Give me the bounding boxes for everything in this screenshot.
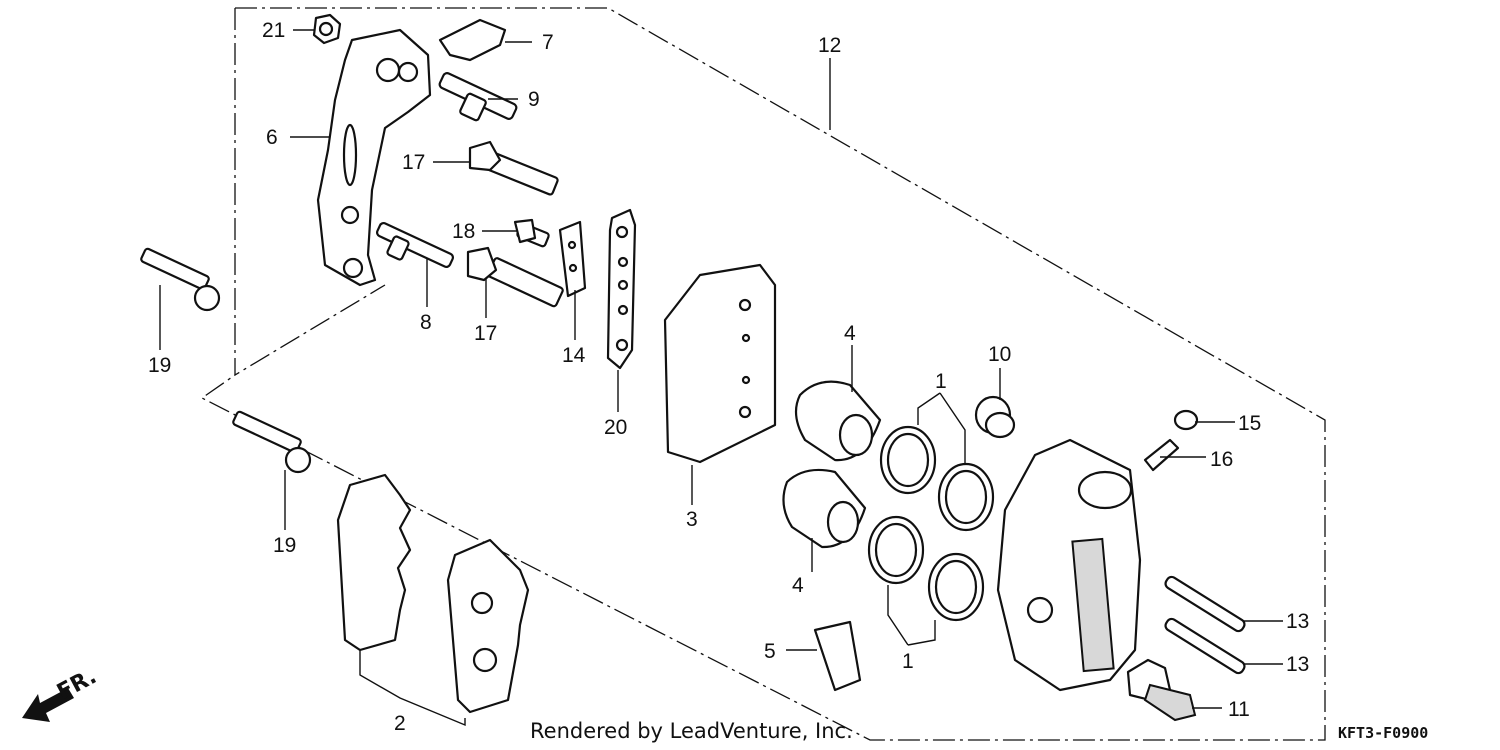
callout-7: 7 bbox=[542, 31, 554, 54]
shim-part-3[interactable] bbox=[663, 263, 777, 464]
pad-clip-part[interactable] bbox=[438, 18, 507, 62]
piston-seal-parts[interactable] bbox=[867, 425, 995, 622]
piston-part-lower[interactable] bbox=[782, 468, 867, 549]
callout-8: 8 bbox=[420, 311, 432, 334]
pin-bolt-part-9[interactable] bbox=[438, 72, 518, 122]
callout-14: 14 bbox=[562, 344, 586, 367]
callout-20: 20 bbox=[604, 416, 627, 439]
bolt-part-19-lower[interactable] bbox=[232, 410, 312, 474]
callout-3: 3 bbox=[686, 508, 698, 531]
callout-12: 12 bbox=[818, 34, 841, 57]
callout-2: 2 bbox=[394, 712, 406, 735]
callout-13a: 13 bbox=[1286, 610, 1309, 633]
brake-pad-part-outer[interactable] bbox=[336, 473, 412, 652]
bleeder-valve-part-16[interactable] bbox=[1143, 438, 1180, 472]
render-credit: Rendered by LeadVenture, Inc. bbox=[530, 719, 853, 743]
brake-pad-part-inner[interactable] bbox=[446, 538, 530, 714]
pad-spring-part-20[interactable] bbox=[606, 208, 637, 370]
bolt-part-19-upper[interactable] bbox=[140, 247, 221, 312]
callout-labels: 21 7 12 9 6 17 18 8 17 14 20 19 19 4 4 1… bbox=[148, 19, 1309, 735]
callout-10: 10 bbox=[988, 343, 1011, 366]
callout-11: 11 bbox=[1228, 698, 1250, 721]
pad-pin-part-upper[interactable] bbox=[1164, 575, 1247, 633]
cap-part-15[interactable] bbox=[1173, 409, 1199, 431]
bolt-part-18[interactable] bbox=[513, 218, 550, 248]
caliper-body-part[interactable] bbox=[996, 438, 1142, 692]
front-direction-arrow-icon bbox=[22, 688, 74, 722]
callout-1a: 1 bbox=[935, 370, 947, 393]
callout-17b: 17 bbox=[474, 322, 497, 345]
callout-13b: 13 bbox=[1286, 653, 1309, 676]
shim-part-5[interactable] bbox=[813, 620, 862, 692]
bleeder-cap-part-10[interactable] bbox=[974, 395, 1016, 439]
callout-15: 15 bbox=[1238, 412, 1261, 435]
callout-1b: 1 bbox=[902, 650, 914, 673]
callout-4b: 4 bbox=[792, 574, 804, 597]
bolt-part-17-lower[interactable] bbox=[466, 246, 564, 308]
pin-bolt-part-8[interactable] bbox=[376, 221, 454, 269]
callout-17a: 17 bbox=[402, 151, 425, 174]
callout-21: 21 bbox=[262, 19, 285, 42]
callout-18: 18 bbox=[452, 220, 475, 243]
callout-4a: 4 bbox=[844, 322, 856, 345]
callout-19a: 19 bbox=[148, 354, 171, 377]
pad-pin-part-lower[interactable] bbox=[1164, 617, 1247, 675]
nut-part-21[interactable] bbox=[312, 13, 342, 45]
caliper-bracket-part[interactable] bbox=[316, 28, 432, 287]
callout-5: 5 bbox=[764, 640, 776, 663]
piston-part-upper[interactable] bbox=[794, 380, 882, 462]
callout-19b: 19 bbox=[273, 534, 296, 557]
callout-6: 6 bbox=[266, 126, 278, 149]
shim-plate-part-14[interactable] bbox=[558, 220, 587, 298]
callout-9: 9 bbox=[528, 88, 540, 111]
callout-16: 16 bbox=[1210, 448, 1233, 471]
assembly-boundary bbox=[200, 7, 1326, 741]
bolt-part-17-upper[interactable] bbox=[468, 140, 559, 196]
leader-lines bbox=[159, 29, 1283, 727]
plug-part-11[interactable] bbox=[1126, 658, 1197, 722]
diagram-code: KFT3-F0900 bbox=[1338, 724, 1428, 742]
